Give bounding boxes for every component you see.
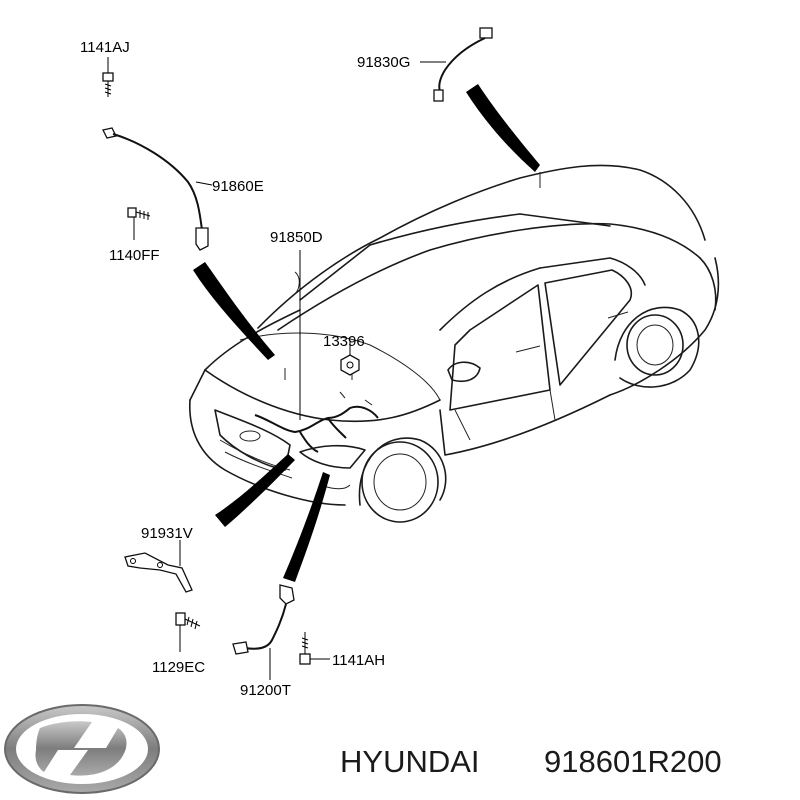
car-illustration — [189, 164, 720, 523]
battery-cable-91200t-icon — [232, 584, 295, 680]
part-number: 918601R200 — [544, 744, 722, 779]
bracket-91931v-icon — [124, 540, 193, 593]
label-13396: 13396 — [323, 333, 365, 350]
label-91850d: 91850D — [270, 229, 323, 246]
label-1141aj: 1141AJ — [80, 39, 130, 56]
footer-caption: HYUNDAI 918601R200 — [340, 744, 722, 779]
ground-cable-91860e-icon — [102, 127, 213, 251]
callout-arrows — [193, 84, 540, 582]
arrow-to-bracket — [215, 454, 295, 527]
label-91860e: 91860E — [212, 178, 264, 195]
label-1129ec: 1129EC — [152, 659, 205, 676]
bolt-1141ah-icon — [299, 632, 330, 665]
arrow-to-sensor — [466, 84, 540, 172]
label-91931v: 91931V — [141, 525, 193, 542]
arrow-to-battery — [283, 472, 330, 582]
bolt-1140ff-icon — [127, 207, 151, 240]
label-1140ff: 1140FF — [109, 247, 160, 264]
nut-13396-icon — [340, 340, 360, 376]
sensor-cable-91830g-icon — [420, 27, 493, 102]
label-1141ah: 1141AH — [332, 652, 385, 669]
bolt-1141aj-icon — [102, 57, 114, 97]
bolt-1129ec-icon — [175, 612, 201, 652]
part-labels: 1141AJ 91830G 91860E 1140FF 91850D 13396… — [80, 39, 410, 699]
hyundai-logo-icon — [4, 704, 160, 794]
arrow-to-ground — [193, 262, 275, 360]
label-91200t: 91200T — [240, 682, 291, 699]
label-91830g: 91830G — [357, 54, 410, 71]
brand-name: HYUNDAI — [340, 744, 480, 779]
